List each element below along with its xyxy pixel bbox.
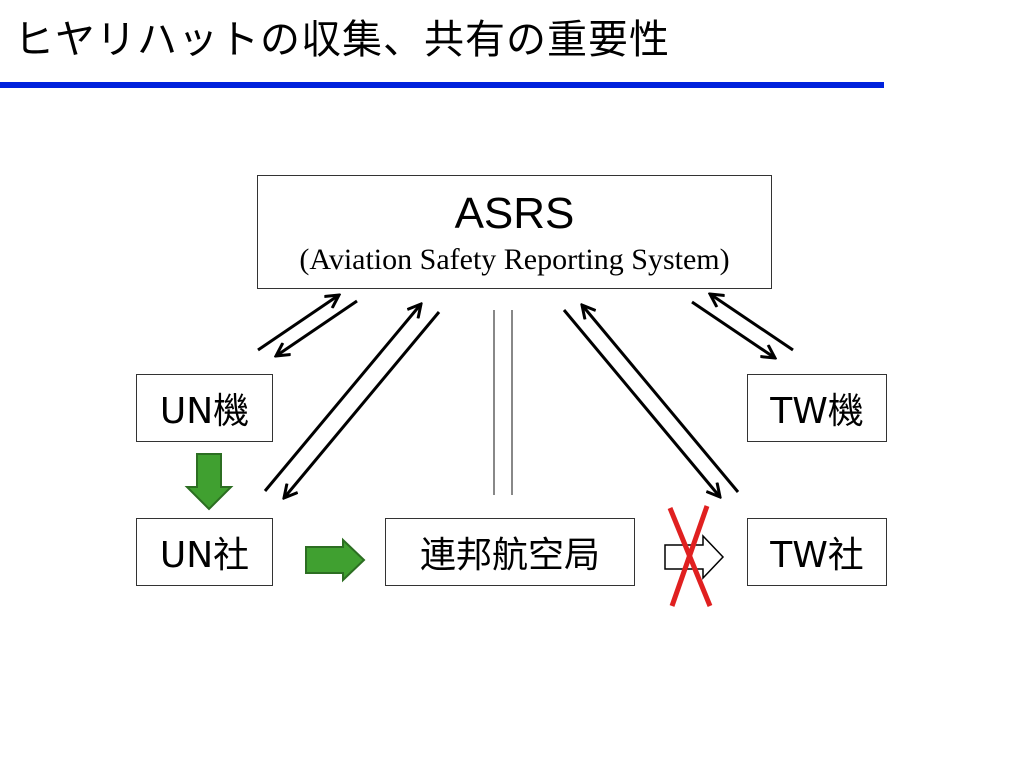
un-company-to-asrs-arrow: [263, 304, 421, 492]
faa-label: 連邦航空局: [419, 535, 600, 576]
asrs-to-un-company-arrow: [284, 311, 441, 498]
hollow-right-arrow: [664, 534, 725, 580]
tw-company-box: TW社: [747, 518, 887, 586]
green-right-arrow: [305, 537, 366, 583]
tw-aircraft-box: TW機: [747, 374, 887, 442]
tw-company-to-asrs-arrow: [582, 305, 740, 493]
un-aircraft-label: UN機: [159, 391, 250, 432]
slide-title: ヒヤリハットの収集、共有の重要性: [14, 17, 670, 63]
asrs-full-name: (Aviation Safety Reporting System): [299, 243, 730, 276]
red-cross-stroke-2: [669, 505, 710, 607]
un-aircraft-to-asrs-arrow: [257, 295, 339, 352]
asrs-acronym: ASRS: [454, 189, 575, 238]
tw-aircraft-to-asrs-arrow: [710, 294, 794, 352]
asrs-to-tw-aircraft-arrow: [691, 300, 775, 358]
tw-aircraft-label: TW機: [770, 391, 864, 432]
tw-company-label: TW社: [770, 535, 864, 576]
title-underline: [0, 82, 884, 88]
asrs-to-tw-company-arrow: [562, 309, 720, 497]
un-aircraft-box: UN機: [136, 374, 273, 442]
faa-box: 連邦航空局: [385, 518, 635, 586]
un-company-box: UN社: [136, 518, 273, 586]
green-down-arrow: [184, 453, 234, 511]
un-company-label: UN社: [159, 535, 250, 576]
asrs-box: ASRS (Aviation Safety Reporting System): [257, 175, 772, 289]
asrs-to-un-aircraft-arrow: [276, 299, 358, 356]
